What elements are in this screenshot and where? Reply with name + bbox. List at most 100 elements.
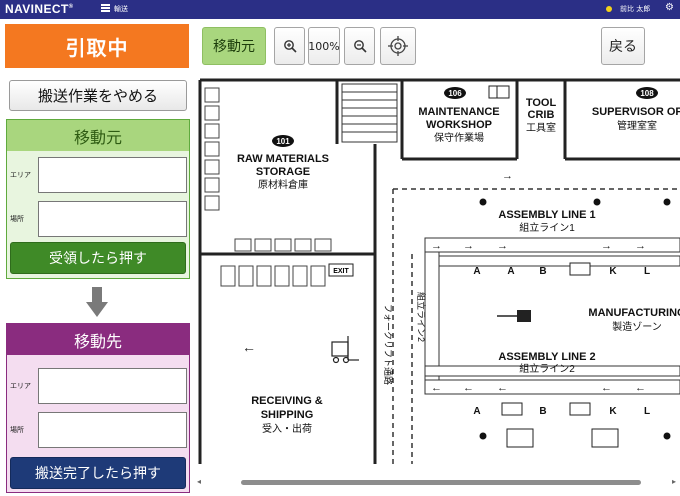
status-banner: 引取中: [5, 24, 189, 68]
tool-crib-ja: 工具室: [526, 121, 556, 134]
room-labels: RAW MATERIALS STORAGE 原材料倉庫 MAINTENANCE …: [237, 97, 680, 435]
room-108-ja: 管理室室: [617, 119, 657, 132]
room-101-name: RAW MATERIALS: [237, 153, 329, 165]
manufacturing-name: MANUFACTURING: [588, 307, 680, 319]
origin-title: 移動元: [7, 120, 189, 151]
machine-icons: [488, 85, 619, 448]
svg-text:←: ←: [497, 382, 508, 394]
gear-icon[interactable]: ⚙: [665, 2, 674, 13]
svg-text:←: ←: [242, 339, 256, 355]
scroll-thumb[interactable]: [241, 480, 641, 485]
origin-box: 移動元 エリア 場所 受領したら押す: [6, 119, 190, 279]
line1-station-a: A: [473, 266, 480, 277]
origin-toggle-button[interactable]: 移動元: [202, 27, 266, 65]
zoom-out-button[interactable]: [344, 27, 375, 65]
line2-station-l: L: [644, 406, 650, 417]
destination-area-row: エリア: [7, 368, 189, 404]
floor-map[interactable]: →→→ →→ ←←← ←← ← → 101 106 108 RAW MATERI…: [197, 74, 680, 464]
map-pillars: [479, 198, 671, 440]
receiving-name2: SHIPPING: [261, 409, 314, 421]
forklift-icon: [331, 336, 359, 364]
tool-crib-name: TOOL: [526, 97, 557, 109]
back-button[interactable]: 戻る: [601, 27, 645, 65]
brand-logo: NAVINECT®: [5, 2, 74, 16]
svg-text:→: →: [601, 240, 612, 252]
aisles: [392, 188, 680, 464]
room-106-name: MAINTENANCE: [418, 106, 499, 118]
room-106-ja: 保守作業場: [434, 131, 484, 144]
svg-text:←: ←: [601, 382, 612, 394]
exit-label: EXIT: [333, 268, 349, 275]
machine-marker-icon: [497, 310, 531, 322]
room-101-ja: 原材料倉庫: [258, 178, 308, 191]
room-108-name: SUPERVISOR OF: [592, 106, 680, 118]
zoom-out-icon: [353, 40, 367, 53]
line1-station-a2: A: [507, 266, 514, 277]
destination-place-label: 場所: [10, 426, 24, 434]
assembly-line-2-ja: 組立ライン2: [519, 362, 575, 375]
room-106-number: 106: [448, 89, 462, 98]
left-panel: 引取中 搬送作業をやめる 移動元 エリア 場所 受領したら押す 移動先 エリア …: [0, 19, 195, 496]
menu-label[interactable]: 輸送: [114, 5, 128, 13]
assembly-line-2-name: ASSEMBLY LINE 2: [498, 351, 595, 363]
svg-text:→: →: [431, 240, 442, 252]
zoom-in-button[interactable]: [274, 27, 305, 65]
manufacturing-ja: 製造ゾーン: [612, 320, 662, 333]
destination-area-input[interactable]: [38, 368, 187, 404]
line2-station-b: B: [539, 406, 546, 417]
assembly-line-2: [424, 365, 680, 395]
receiving-name: RECEIVING &: [251, 395, 323, 407]
tool-crib-name2: CRIB: [528, 109, 555, 121]
line1-station-b: B: [539, 266, 546, 277]
destination-title: 移動先: [7, 324, 189, 355]
origin-area-label: エリア: [10, 171, 31, 179]
cancel-transport-button[interactable]: 搬送作業をやめる: [9, 80, 187, 111]
map-walls: [198, 78, 680, 464]
origin-area-input[interactable]: [38, 157, 187, 193]
zoom-level[interactable]: 100%: [308, 27, 340, 65]
shelves: [204, 87, 332, 287]
destination-area-label: エリア: [10, 382, 31, 390]
destination-box: 移動先 エリア 場所 搬送完了したら押す: [6, 323, 190, 493]
crosshair-icon: [388, 36, 408, 56]
line2-station-a: A: [473, 406, 480, 417]
assembly-line-1: [424, 237, 680, 393]
delivery-complete-button[interactable]: 搬送完了したら押す: [10, 457, 186, 489]
svg-text:←: ←: [431, 382, 442, 394]
origin-area-row: エリア: [7, 157, 189, 193]
user-name: 前比 太郎: [620, 5, 651, 13]
stairs: [341, 83, 398, 143]
pickup-confirm-button[interactable]: 受領したら押す: [10, 242, 186, 274]
scroll-right-icon[interactable]: ▸: [671, 477, 676, 486]
room-106-name2: WORKSHOP: [426, 119, 492, 131]
room-101-number: 101: [276, 137, 290, 146]
svg-text:→: →: [463, 240, 474, 252]
forklift-lane-label: フォークリフト通路: [383, 304, 394, 385]
exit-sign: [328, 263, 354, 277]
top-bar: NAVINECT® 輸送 前比 太郎 ⚙: [0, 0, 680, 19]
origin-place-row: 場所: [7, 201, 189, 237]
line1-station-l: L: [644, 266, 650, 277]
menu-icon[interactable]: [101, 4, 110, 12]
line2-station-k: K: [609, 406, 617, 417]
origin-place-input[interactable]: [38, 201, 187, 237]
receiving-ja: 受入・出荷: [262, 422, 312, 435]
locate-button[interactable]: [380, 27, 416, 65]
svg-text:←: ←: [635, 382, 646, 394]
destination-place-row: 場所: [7, 412, 189, 448]
assembly-line-1-name: ASSEMBLY LINE 1: [498, 209, 595, 221]
destination-place-input[interactable]: [38, 412, 187, 448]
svg-text:←: ←: [463, 382, 474, 394]
room-101-name2: STORAGE: [256, 166, 310, 178]
down-arrow-icon: [86, 287, 108, 317]
line1-station-k: K: [609, 266, 617, 277]
room-badges: 101 106 108: [272, 87, 658, 147]
assembly-line-1-ja: 組立ライン1: [519, 221, 575, 234]
map-scrollbar[interactable]: ◂ ▸: [197, 476, 680, 488]
map-toolbar: 移動元 100% 戻る: [195, 19, 680, 74]
zoom-in-icon: [283, 40, 297, 53]
status-dot-icon: [606, 6, 612, 12]
scroll-left-icon[interactable]: ◂: [197, 477, 202, 486]
svg-text:→: →: [497, 240, 508, 252]
station-letters: A A B K L A B K L: [473, 266, 650, 417]
